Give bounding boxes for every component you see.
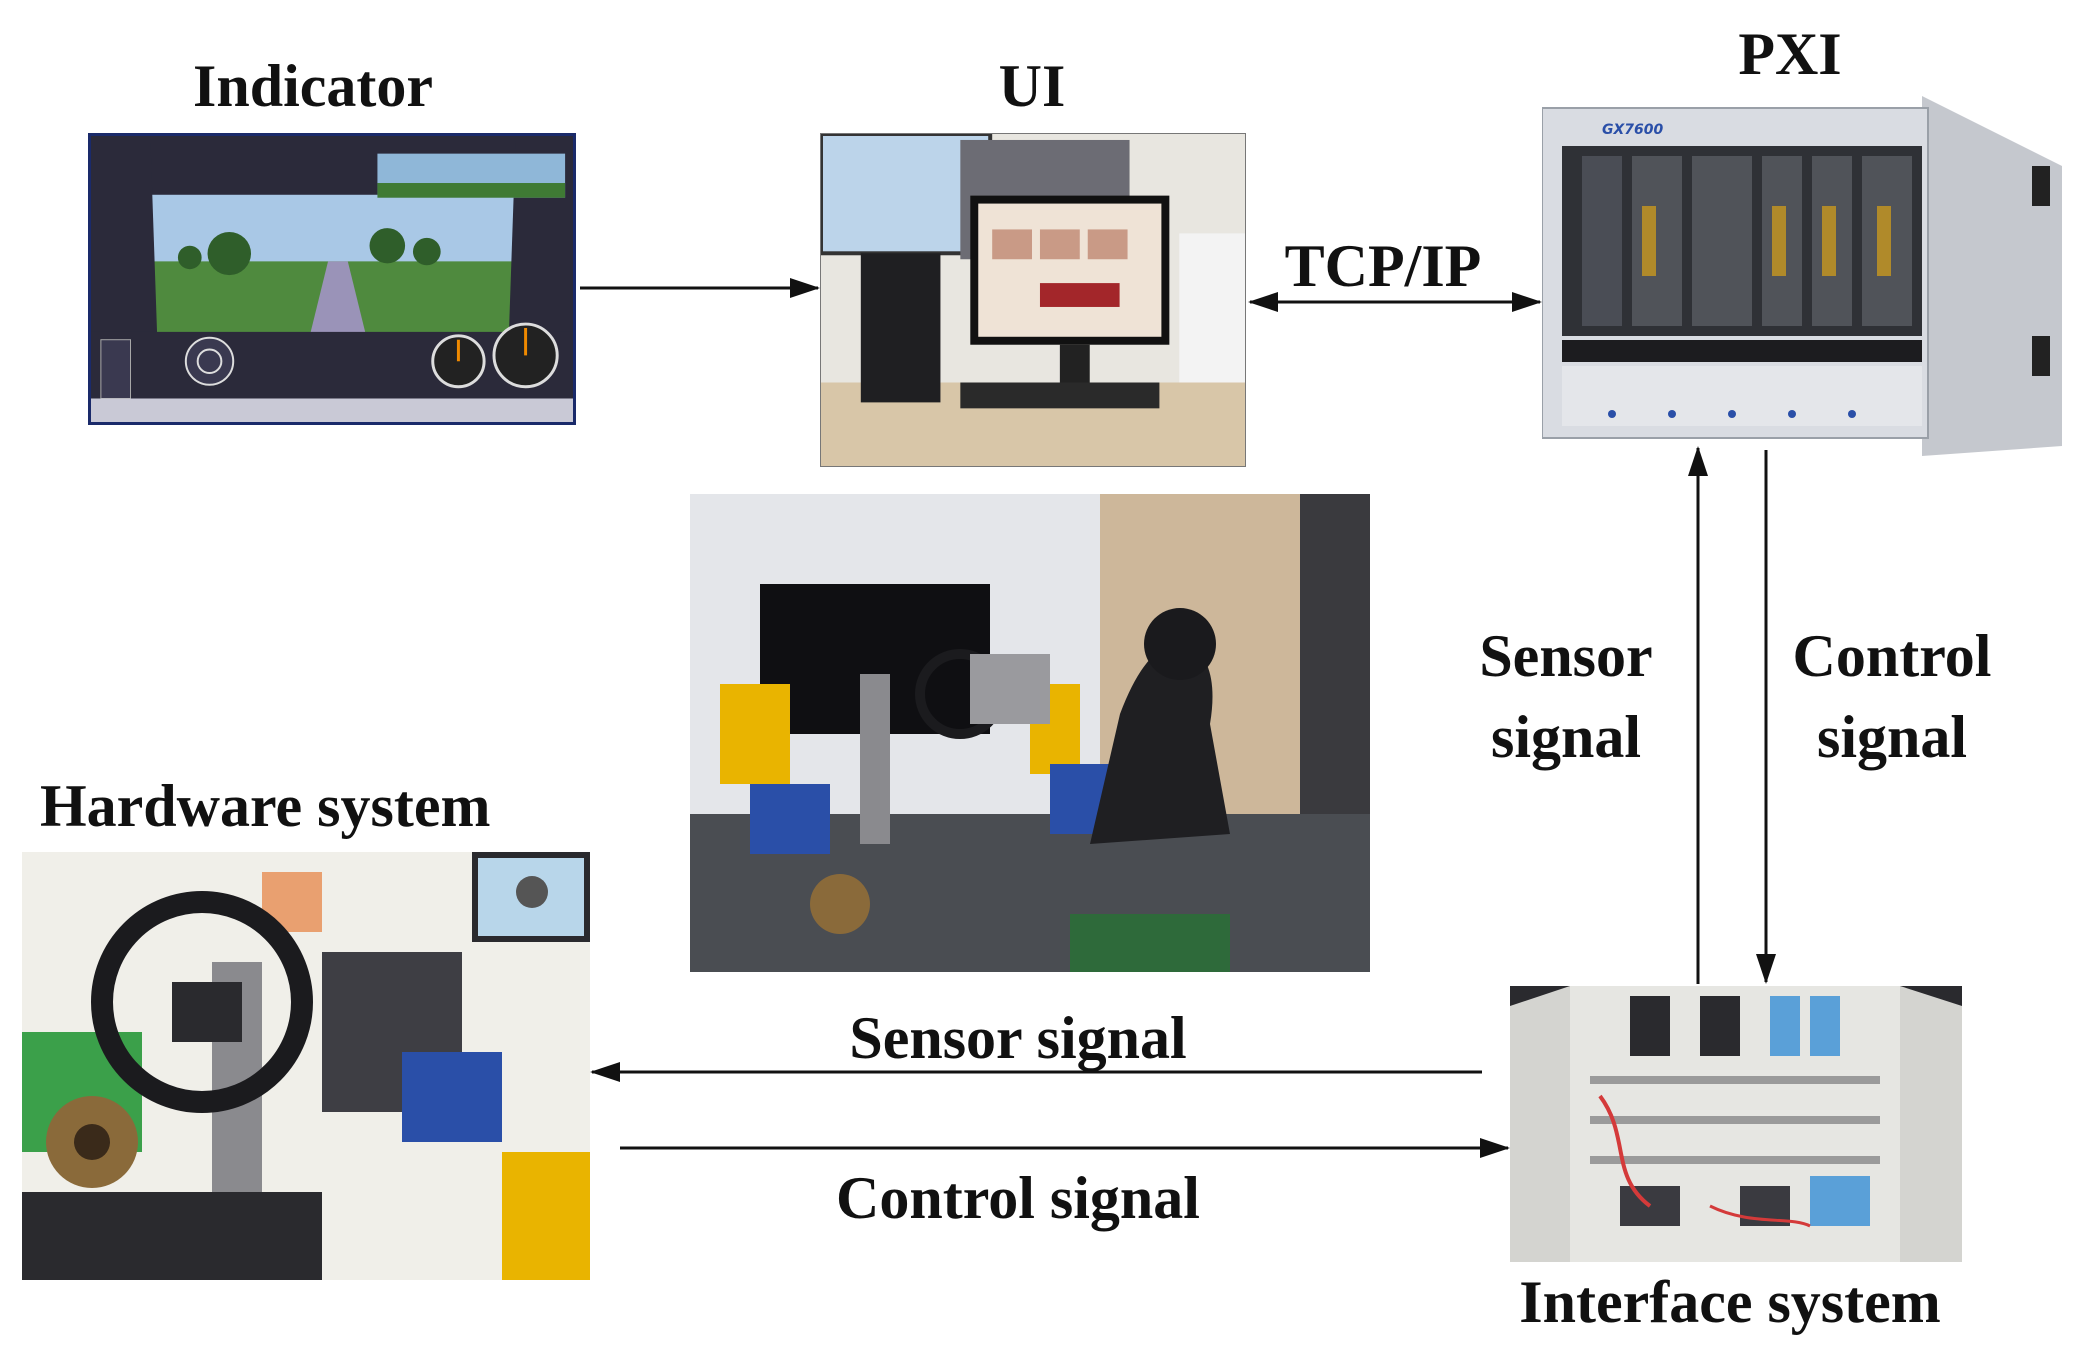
ui-image xyxy=(820,133,1246,467)
sensor-signal-vertical-label: Sensor signal xyxy=(1479,623,1653,770)
indicator-label: Indicator xyxy=(193,53,433,119)
hardware-system-image xyxy=(22,852,590,1280)
sensor-signal-horizontal-label: Sensor signal xyxy=(849,1005,1187,1071)
interface-system-image xyxy=(1510,986,1962,1262)
pxi-label: PXI xyxy=(1738,21,1842,87)
pxi-model-text: GX7600 xyxy=(1602,122,1664,138)
control-signal-vertical-label: Control signal xyxy=(1792,623,1992,770)
indicator-image xyxy=(88,133,576,425)
lab-setup-image xyxy=(690,494,1370,972)
interface-system-label: Interface system xyxy=(1519,1269,1941,1335)
hardware-system-label: Hardware system xyxy=(40,773,491,839)
ui-label: UI xyxy=(998,53,1066,119)
pxi-chassis-image: GX7600 xyxy=(1542,96,2062,456)
tcp-ip-label: TCP/IP xyxy=(1284,233,1482,299)
control-signal-horizontal-label: Control signal xyxy=(836,1165,1200,1231)
